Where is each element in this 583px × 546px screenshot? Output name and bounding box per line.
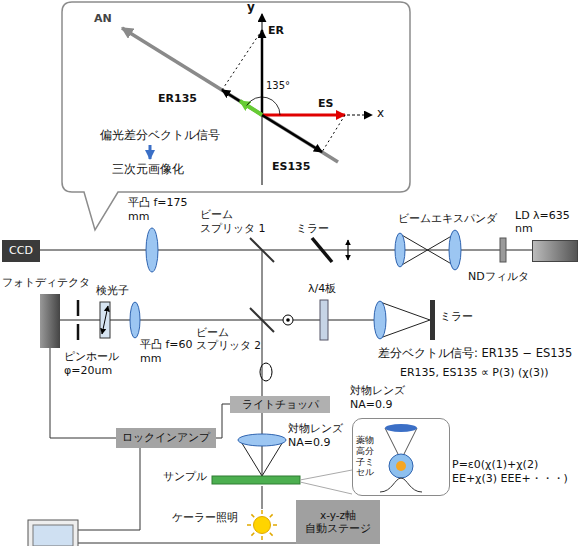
node-text: 薬物高分子ミセル bbox=[356, 435, 376, 478]
part-label: 検光子 bbox=[96, 284, 129, 298]
koehler-illumination: ケーラー照明 bbox=[253, 516, 271, 534]
micelle-illustration bbox=[380, 424, 422, 492]
part-label: ES bbox=[318, 97, 333, 111]
beam-path bbox=[40, 234, 532, 509]
part-label: ER135, ES135 ∝ P(3) (χ(3)) bbox=[400, 366, 549, 380]
callout-outline bbox=[62, 2, 410, 230]
part-label: ミラー bbox=[440, 310, 473, 324]
part-label: ER bbox=[268, 24, 284, 38]
part-label: P=ε0(χ(1)+χ(2) EE+χ(3) EEE+・・・) bbox=[452, 458, 580, 486]
node-text: ケーラー照明 bbox=[172, 511, 238, 524]
laser-diode: LD λ=635 nm bbox=[532, 240, 578, 262]
part-label: λ/4板 bbox=[308, 282, 336, 296]
optical-elements bbox=[78, 238, 506, 484]
part-label: サンプル bbox=[163, 470, 207, 484]
part-label: 対物レンズ NA=0.9 bbox=[288, 422, 346, 450]
node-text: ロックインアンプ bbox=[122, 431, 210, 444]
xyz-stage: x-y-z軸 自動ステージ bbox=[296, 500, 380, 544]
node-text: x-y-z軸 自動ステージ bbox=[296, 509, 380, 534]
lock-in-amplifier: ロックインアンプ bbox=[116, 428, 216, 448]
part-label: y bbox=[247, 0, 255, 15]
part-label: x bbox=[377, 106, 384, 121]
node-text: ライトチョッパ bbox=[242, 398, 319, 411]
part-label: ピンホール φ=20um bbox=[64, 350, 136, 378]
ccd-camera: CCD bbox=[2, 240, 40, 262]
computer bbox=[28, 520, 78, 546]
part-label: ビームエキスパンダ bbox=[398, 212, 497, 226]
lenses bbox=[130, 228, 461, 446]
micelle-inset: 薬物高分子ミセル bbox=[352, 418, 450, 496]
node-text: CCD bbox=[9, 244, 33, 257]
part-label: 平凸 f=175 mm bbox=[128, 196, 190, 224]
part-label: ER135 bbox=[158, 92, 197, 106]
light-rays bbox=[247, 510, 277, 540]
node-text: フォトディテクタ bbox=[2, 276, 90, 289]
part-label: NDフィルタ bbox=[468, 270, 529, 284]
node-text: 偏光差分ベクトル信号 bbox=[100, 128, 220, 142]
photodetector: フォトディテクタ bbox=[40, 294, 60, 348]
node-text: LD λ=635 nm bbox=[515, 209, 579, 235]
part-label: 対物レンズ NA=0.9 bbox=[350, 384, 412, 412]
part-label: 135° bbox=[266, 80, 290, 93]
callout-bubble: 偏光差分ベクトル信号三次元画像化 bbox=[62, 2, 410, 192]
part-label: 平凸 f=60 mm bbox=[140, 338, 194, 366]
part-label: ビーム スプリッタ 1 bbox=[200, 208, 272, 236]
part-label: AN bbox=[94, 12, 112, 26]
part-label: ミラー bbox=[296, 222, 329, 236]
part-label: ES135 bbox=[272, 160, 310, 174]
part-label: ビーム スプリッタ 2 bbox=[196, 326, 262, 352]
node-text: 三次元画像化 bbox=[112, 162, 184, 176]
vector-diagram bbox=[122, 14, 372, 185]
signal-wires bbox=[78, 404, 352, 543]
part-label: 差分ベクトル信号: ER135 − ES135 bbox=[378, 346, 572, 360]
light-chopper: ライトチョッパ bbox=[230, 396, 330, 413]
signal-wire bbox=[50, 348, 116, 438]
